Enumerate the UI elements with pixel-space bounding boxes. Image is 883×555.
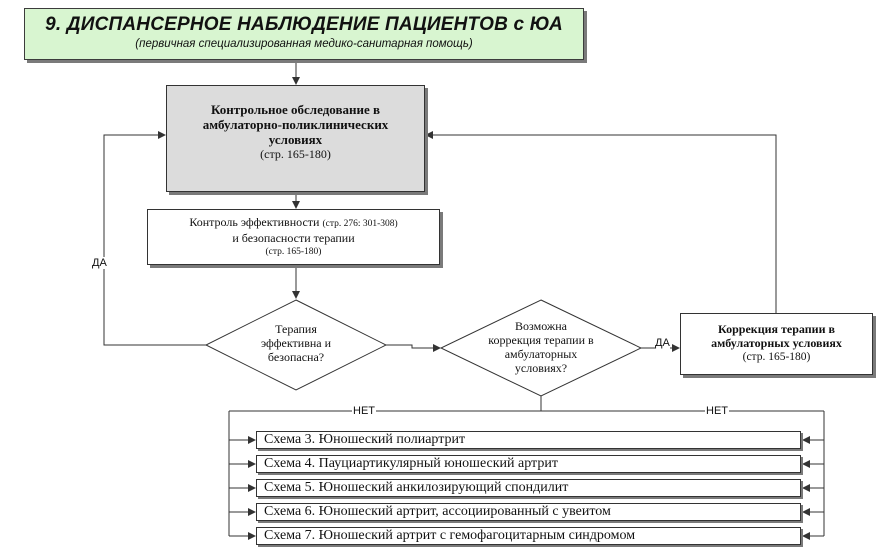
exam-line-3: условиях [268, 132, 323, 147]
correction-box: Коррекция терапии в амбулаторных условия… [680, 313, 873, 375]
control-box: Контроль эффективности (стр. 276: 301-30… [147, 209, 440, 265]
label-no-left: НЕТ [352, 405, 376, 417]
decision-possible-line-4: условиях? [514, 361, 568, 375]
arrow-correction-loop [425, 131, 777, 313]
decision-effective-text: Терапия эффективна и безопасна? [236, 322, 356, 364]
decision-possible-line-3: амбулаторных [504, 347, 578, 361]
scheme-7-box[interactable]: Схема 7. Юношеский артрит с гемофагоцита… [256, 527, 801, 545]
decision-possible-line-2: коррекция терапии в [488, 333, 594, 347]
correction-line-2: амбулаторных условиях [711, 336, 842, 350]
control-line-1-text: Контроль эффективности [189, 215, 320, 229]
correction-line-1: Коррекция терапии в [718, 322, 835, 336]
decision-effective-line-1: Терапия [275, 322, 317, 336]
exam-pages: (стр. 165-180) [260, 147, 331, 161]
scheme-5-box[interactable]: Схема 5. Юношеский анкилозирующий спонди… [256, 479, 801, 497]
control-line-1: Контроль эффективности (стр. 276: 301-30… [148, 215, 439, 231]
decision-effective-line-2: эффективна и [260, 336, 332, 350]
title-box: 9. ДИСПАНСЕРНОЕ НАБЛЮДЕНИЕ ПАЦИЕНТОВ с Ю… [24, 8, 584, 60]
exam-line-1: Контрольное обследование в [210, 102, 380, 117]
exam-line-2: амбулаторно-поликлинических [202, 117, 389, 132]
decision-possible-text: Возможна коррекция терапии в амбулаторны… [466, 319, 616, 375]
scheme-4-box[interactable]: Схема 4. Пауциартикулярный юношеский арт… [256, 455, 801, 473]
scheme-3-box[interactable]: Схема 3. Юношеский полиартрит [256, 431, 801, 449]
decision-effective-shape [204, 299, 388, 391]
arrow-yes-loop [103, 131, 206, 346]
correction-pages: (стр. 165-180) [742, 351, 811, 363]
label-yes-right: ДА [655, 337, 670, 349]
decision-possible-line-1: Возможна [515, 319, 567, 333]
exam-box: Контрольное обследование в амбулаторно-п… [166, 85, 425, 192]
title-main: 9. ДИСПАНСЕРНОЕ НАБЛЮДЕНИЕ ПАЦИЕНТОВ с Ю… [45, 14, 563, 35]
decision-effective-line-3: безопасна? [267, 350, 325, 364]
label-yes-left: ДА [92, 257, 107, 269]
scheme-6-box[interactable]: Схема 6. Юношеский артрит, ассоциированн… [256, 503, 801, 521]
label-no-right: НЕТ [705, 405, 729, 417]
control-line-2: и безопасности терапии [232, 231, 355, 245]
control-line-1-pages: (стр. 276: 301-308) [322, 219, 398, 229]
arrow-no-to-decision2 [386, 344, 441, 352]
control-pages: (стр. 165-180) [265, 247, 322, 257]
title-sub: (первичная специализированная медико-сан… [135, 38, 473, 50]
